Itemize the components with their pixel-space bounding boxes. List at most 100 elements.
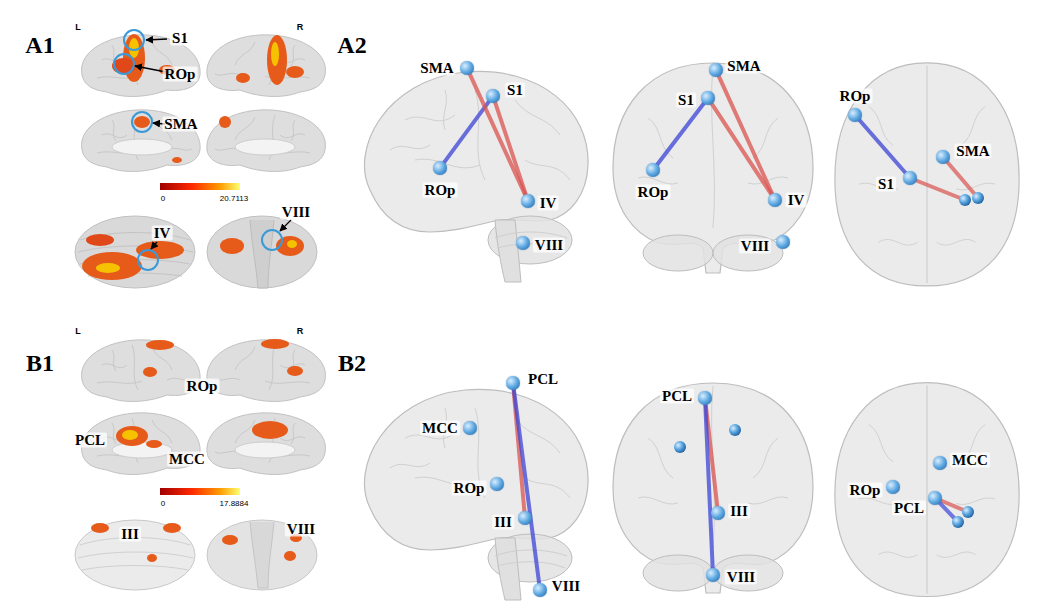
axis-annotation: 17.8884 — [220, 500, 249, 508]
cortical-surface-render — [82, 34, 326, 171]
region-sphere — [962, 506, 974, 518]
cortical-surface-render — [219, 116, 231, 128]
cerebellum-render — [75, 520, 317, 590]
connection-tube — [444, 102, 489, 163]
cortical-surface-render — [122, 430, 138, 440]
cerebellum-render — [163, 523, 181, 533]
axis-annotation: L — [75, 23, 81, 32]
cortical-surface-render — [207, 339, 326, 401]
region-callout: IV — [152, 226, 173, 241]
cortical-surface-render — [82, 339, 326, 474]
cerebellum-render — [75, 216, 317, 288]
cortical-surface-render — [82, 340, 201, 402]
region-callout: III — [119, 527, 141, 542]
connection-tube — [910, 157, 978, 522]
region-label: III — [728, 504, 750, 519]
leader-arrow — [146, 39, 167, 40]
connection-tube — [719, 76, 772, 193]
axis-annotation: R — [297, 23, 304, 32]
region-callout: VIII — [285, 522, 317, 537]
cortical-surface-render — [159, 65, 175, 75]
cerebellum-render — [287, 240, 297, 248]
cortical-surface-render — [235, 139, 295, 155]
connection-tube — [860, 120, 906, 172]
axis-annotation: 0 — [161, 500, 165, 508]
region-node: IV — [521, 194, 535, 208]
region-label: III — [492, 515, 514, 530]
colorbar — [160, 488, 240, 495]
panel-letter: A1 — [25, 33, 54, 57]
cortical-surface-render — [143, 367, 157, 377]
cortical-surface-render — [207, 35, 326, 97]
region-label: ROp — [423, 183, 458, 198]
callout-circle — [124, 30, 144, 50]
cortical-surface-render — [207, 110, 326, 172]
region-node: III — [711, 506, 725, 520]
glass-brain — [613, 63, 813, 273]
cerebellum-render — [207, 216, 317, 288]
callout-circle — [262, 230, 282, 250]
region-sphere — [729, 424, 741, 436]
cortical-surface-render — [82, 34, 201, 96]
region-callout: VIII — [280, 205, 312, 220]
region-label: VIII — [533, 238, 565, 253]
region-label: SMA — [725, 59, 762, 74]
cortical-surface-render — [207, 35, 326, 97]
region-node: IV — [768, 193, 782, 207]
cerebellum-render — [96, 263, 120, 273]
region-node: SMA — [460, 61, 474, 75]
region-node: ROp — [433, 161, 447, 175]
cerebellum-render — [75, 520, 195, 590]
axis-annotation: R — [297, 327, 304, 336]
cortical-surface-render — [82, 110, 201, 172]
axis-annotation: 0 — [161, 195, 165, 203]
cerebellum-render — [136, 241, 184, 259]
region-node: PCL — [506, 376, 520, 390]
region-label: ROp — [452, 481, 487, 496]
cortical-surface-render — [82, 413, 201, 475]
region-node: VIII — [776, 235, 790, 249]
panel-letter: B2 — [338, 351, 366, 375]
leader-arrow — [151, 242, 157, 249]
region-label: S1 — [876, 177, 896, 192]
region-callout: SMA — [162, 117, 199, 132]
cerebellum-render — [75, 216, 195, 288]
region-node: SMA — [709, 63, 723, 77]
cortical-surface-render — [112, 139, 172, 155]
region-label: MCC — [950, 453, 990, 468]
region-label: IV — [786, 193, 807, 208]
axis-annotation: 20.7113 — [220, 195, 248, 203]
region-node: VIII — [516, 236, 530, 250]
cortical-surface-render — [236, 73, 250, 83]
connection-tube — [910, 178, 965, 200]
connection-tube — [514, 390, 539, 583]
region-sphere — [972, 192, 984, 204]
glass-brain — [364, 389, 588, 600]
cortical-surface-render — [286, 66, 304, 78]
cortical-surface-render — [235, 442, 295, 458]
region-sphere — [674, 441, 686, 453]
region-callout: MCC — [167, 452, 207, 467]
region-node: SMA — [936, 150, 950, 164]
region-label: SMA — [418, 61, 455, 76]
cortical-surface-render — [287, 366, 303, 376]
cortical-surface-render — [172, 157, 182, 163]
region-node: ROp — [646, 163, 660, 177]
region-label: PCL — [660, 389, 694, 404]
region-node: ROp — [886, 480, 900, 494]
colorbar — [160, 183, 240, 190]
cortical-surface-render — [252, 421, 288, 439]
cortical-surface-render — [134, 116, 150, 128]
leader-arrow — [280, 220, 291, 231]
cortical-surface-render — [207, 340, 326, 402]
region-node: S1 — [903, 171, 917, 185]
region-label: PCL — [892, 501, 926, 516]
region-node: PCL — [698, 391, 712, 405]
glass-brain — [364, 63, 1019, 600]
region-label: ROp — [636, 185, 671, 200]
glass-brain — [835, 63, 1019, 286]
cortical-surface-render — [112, 442, 172, 458]
cerebellum-render — [220, 238, 244, 254]
